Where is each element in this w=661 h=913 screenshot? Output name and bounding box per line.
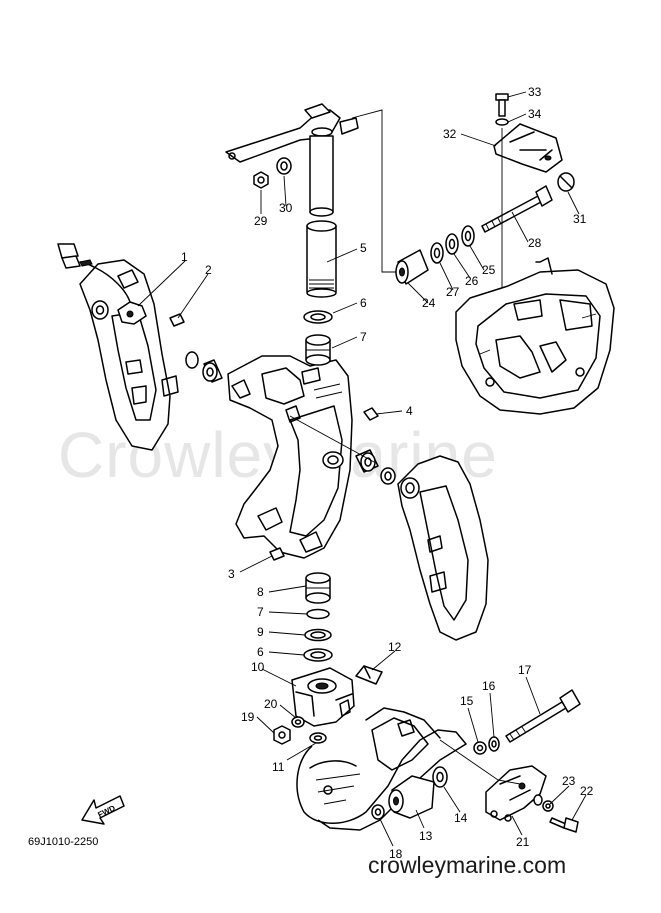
nut-29: [253, 171, 269, 189]
steering-arm: [225, 103, 359, 163]
washer-30: [276, 157, 292, 175]
washer-9: [304, 628, 332, 642]
callout-9: 9: [257, 625, 264, 639]
callout-21: 21: [516, 835, 530, 849]
washer-15: [473, 741, 487, 755]
callout-7-lower: 7: [257, 605, 264, 619]
callout-14: 14: [454, 811, 468, 825]
callout-24: 24: [422, 296, 436, 310]
callout-22: 22: [580, 784, 594, 798]
bushing-7-lower: [305, 572, 331, 604]
collar-31: [557, 172, 575, 192]
callout-11: 11: [272, 760, 285, 774]
washer-18: [371, 804, 385, 820]
callout-8: 8: [257, 585, 264, 599]
oring-8: [306, 608, 330, 620]
callout-27: 27: [446, 285, 460, 299]
screw-4: [363, 407, 379, 421]
clip-12: [355, 665, 383, 685]
trim-sensor-1: [57, 243, 147, 325]
callouts: 1 2 3 4 5 6 7 8 9 6 7 10 11 12 13 14 15 …: [181, 85, 594, 861]
leader-lines: [137, 91, 587, 847]
washer-6-lower: [303, 648, 333, 662]
callout-17: 17: [518, 663, 532, 677]
washer-25: [461, 225, 475, 247]
callout-12: 12: [388, 640, 402, 654]
bushing-7-upper: [305, 334, 331, 366]
swivel-bracket-left: [79, 259, 179, 451]
callout-33: 33: [528, 85, 542, 99]
callout-34: 34: [528, 107, 542, 121]
callout-1: 1: [181, 250, 188, 264]
callout-31: 31: [573, 212, 587, 226]
callout-19: 19: [241, 710, 255, 724]
callout-32: 32: [443, 127, 457, 141]
callout-15: 15: [460, 694, 474, 708]
callout-23: 23: [562, 774, 576, 788]
callout-16: 16: [482, 679, 496, 693]
washer-27: [430, 242, 444, 264]
callout-4: 4: [406, 404, 413, 418]
callout-6-lower: 6: [257, 645, 264, 659]
callout-13: 13: [419, 829, 433, 843]
callout-25: 25: [482, 263, 496, 277]
bolt-33: [495, 93, 509, 117]
clamp-bracket-right: [397, 455, 489, 641]
washer-11: [309, 732, 327, 744]
callout-10: 10: [251, 660, 265, 674]
lower-bracket-21: [485, 765, 547, 822]
bush-24: [395, 249, 429, 285]
nut-small: [533, 794, 543, 806]
callout-5: 5: [360, 241, 367, 255]
callout-20: 20: [264, 697, 278, 711]
catalog-number: 69J1010-2250: [28, 836, 99, 848]
bushing-left: [185, 351, 223, 383]
bottom-cowling: [455, 257, 615, 415]
callout-18: 18: [389, 847, 403, 861]
washer-6-upper: [303, 310, 333, 324]
callout-7-upper: 7: [360, 330, 367, 344]
bolt-28: [481, 185, 553, 233]
callout-30: 30: [279, 201, 293, 215]
lower-case: [296, 707, 467, 831]
bolt-17: [505, 689, 581, 743]
callout-29: 29: [254, 214, 268, 228]
rubber-mount-13: [388, 775, 435, 819]
upper-mount-32: [493, 123, 563, 173]
screw-2: [169, 313, 185, 327]
washer-16: [488, 736, 500, 752]
washer-34: [495, 118, 509, 126]
site-url: crowleymarine.com: [368, 852, 567, 878]
washer-26: [445, 233, 459, 255]
swivel-bracket: [227, 355, 353, 559]
nut-19: [273, 725, 291, 745]
washer-20: [291, 716, 305, 728]
callout-2: 2: [205, 263, 212, 277]
screw-3: [269, 547, 285, 561]
callout-26: 26: [465, 274, 479, 288]
bolt-22: [549, 817, 579, 833]
callout-3: 3: [228, 567, 235, 581]
callout-28: 28: [528, 236, 542, 250]
steering-shaft: [306, 135, 337, 298]
washer-14: [432, 766, 448, 788]
fwd-arrow-icon: FWD: [81, 795, 125, 825]
callout-6-upper: 6: [360, 296, 367, 310]
